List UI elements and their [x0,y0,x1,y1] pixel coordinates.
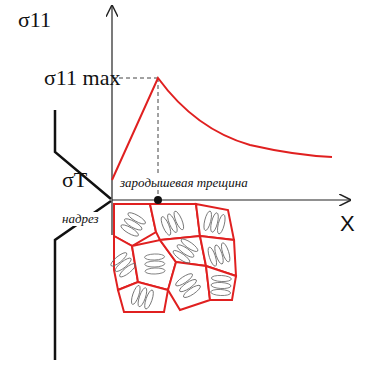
grain-lath [174,272,194,288]
grain-lath [210,289,230,296]
grain-lath [145,261,165,268]
grain [168,262,210,310]
grain-lath [211,275,231,282]
axis-label: σ11 [18,8,51,32]
grain [160,236,206,266]
x-axis [112,199,350,200]
y-axis [111,6,112,235]
grain-lath [123,217,143,232]
notch-label: надрез [60,212,101,226]
grain [196,204,234,240]
axis-label: X [340,212,355,236]
grain-lath [178,278,198,294]
grain-lath [143,289,155,310]
grain [118,282,168,312]
stress-curve [112,78,332,180]
crack-label: зародышевая трещина [118,176,250,190]
grain-lath [180,237,200,253]
grain-lath [216,214,227,235]
grain [206,266,236,300]
yield-stress-label: σТ [62,168,87,192]
grain-lath [118,262,137,279]
grain-lath [211,282,231,289]
notch-outline [55,110,111,360]
grain-lath [145,268,165,275]
grain-lath [127,211,147,226]
grain-lath [144,254,164,261]
grain-lath [172,210,185,231]
grain-lath [120,223,140,238]
grain [150,204,200,240]
grain-lath [220,242,232,263]
crack-nucleus [154,196,162,204]
grain-structure [109,204,236,312]
grain-lath [182,283,202,299]
grain [114,236,138,290]
max-stress-label: σ11 max [44,66,120,90]
